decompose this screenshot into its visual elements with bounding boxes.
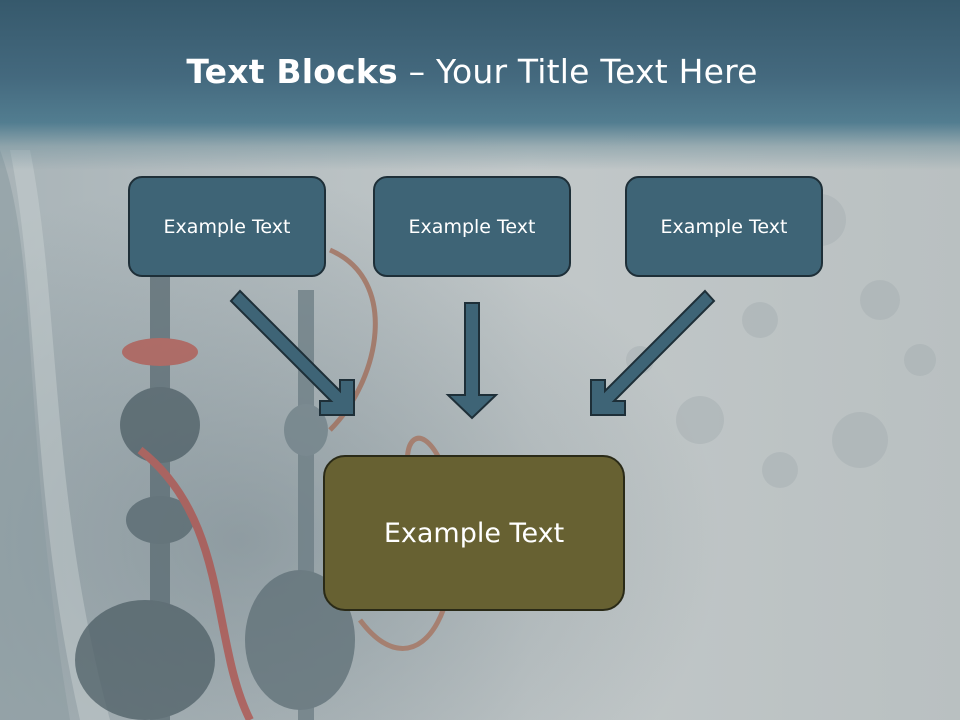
result-block[interactable]: Example Text (323, 455, 625, 611)
page-title: Text Blocks – Your Title Text Here (0, 52, 944, 91)
title-bold: Text Blocks (186, 52, 398, 91)
title-rest: – Your Title Text Here (397, 52, 758, 91)
text-block-2[interactable]: Example Text (373, 176, 571, 277)
fabric-pattern (626, 194, 936, 488)
text-block-2-label: Example Text (408, 215, 536, 238)
curtain (0, 150, 70, 720)
text-block-1[interactable]: Example Text (128, 176, 326, 277)
result-block-label: Example Text (383, 517, 565, 549)
text-block-1-label: Example Text (163, 215, 291, 238)
text-block-3-label: Example Text (660, 215, 788, 238)
title-band (0, 0, 960, 170)
text-block-3[interactable]: Example Text (625, 176, 823, 277)
